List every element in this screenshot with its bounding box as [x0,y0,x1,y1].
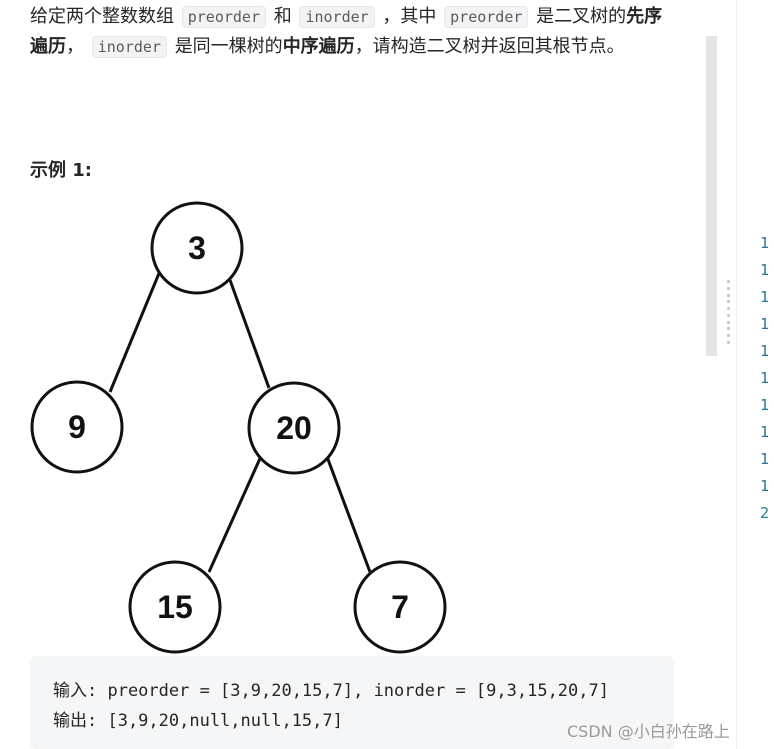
edge-3-20 [228,279,271,389]
line-number: 1 [760,450,770,468]
pane-divider [736,0,737,749]
line-number: 1 [760,315,770,333]
problem-statement: 给定两个整数数组 preorder 和 inorder ，其中 preorder… [30,2,680,62]
editor-line-numbers: 1 1 1 1 1 1 1 1 1 1 2 [760,230,774,527]
line-number: 1 [760,261,770,279]
statement-text: 给定两个整数数组 [30,6,174,27]
example-output: 输出: [3,9,20,null,null,15,7] [53,711,343,731]
description-scrollbar[interactable] [706,36,717,356]
statement-text: ， [66,36,84,57]
code-preorder: preorder [444,6,529,28]
resize-handle[interactable] [726,280,730,344]
statement-text: 是同一棵树的 [174,36,283,57]
handle-dot [726,293,730,297]
example-io-block: 输入: preorder = [3,9,20,15,7], inorder = … [30,656,674,749]
handle-dot [726,327,730,331]
line-number: 1 [760,234,770,252]
bold-inorder-traversal: 中序遍历 [282,36,355,57]
statement-text: ，请构造二叉树并返回其根节点。 [354,36,625,57]
tree-node-7: 7 [353,560,447,654]
tree-node-label: 7 [391,589,409,625]
handle-dot [726,280,730,283]
code-inorder: inorder [91,36,167,58]
handle-dot [726,300,730,304]
problem-description-pane: 给定两个整数数组 preorder 和 inorder ，其中 preorder… [30,2,680,749]
edge-20-15 [207,453,264,573]
statement-text: 和 [273,6,292,27]
edge-20-7 [324,453,372,573]
example-input: 输入: preorder = [3,9,20,15,7], inorder = … [53,681,609,701]
line-number: 1 [760,369,770,387]
line-number: 1 [760,288,770,306]
code-inorder: inorder [299,6,375,28]
csdn-watermark: CSDN @小白孙在路上 [567,722,730,741]
handle-dot [726,307,730,311]
tree-node-15: 15 [128,560,222,654]
tree-node-label: 3 [188,230,206,266]
tree-node-3: 3 [150,201,244,295]
tree-node-20: 20 [247,381,341,475]
tree-node-label: 20 [276,410,312,446]
binary-tree-diagram: 3 9 20 15 7 [30,201,447,654]
tree-node-label: 15 [157,589,193,625]
handle-dot [726,334,730,338]
line-number: 1 [760,477,770,495]
bold-preorder-traversal: 先序遍历 [30,6,663,57]
example-heading: 示例 1: [30,160,92,181]
edge-3-9 [108,253,169,393]
line-number: 2 [760,504,770,522]
handle-dot [726,313,730,317]
handle-dot [726,320,730,324]
line-number: 1 [760,423,770,441]
handle-dot [726,286,730,290]
code-preorder: preorder [181,6,266,28]
tree-node-9: 9 [30,380,124,474]
handle-dot [726,340,730,344]
line-number: 1 [760,342,770,360]
statement-text: ，其中 [382,6,437,27]
statement-text: 是二叉树的 [536,6,627,27]
line-number: 1 [760,396,770,414]
tree-node-label: 9 [68,409,86,445]
